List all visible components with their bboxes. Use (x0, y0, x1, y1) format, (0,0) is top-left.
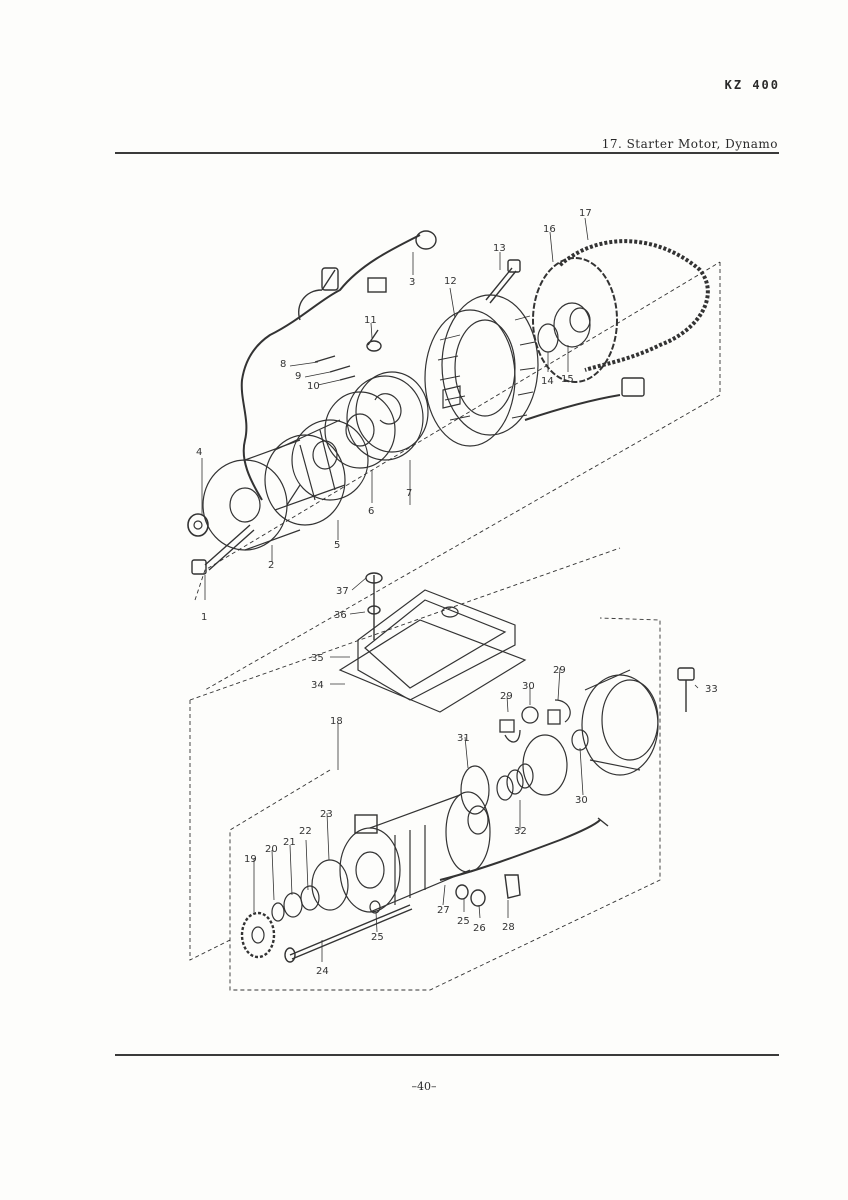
section-title: 17. Starter Motor, Dynamo (601, 137, 778, 151)
part-label: 19 (244, 854, 257, 865)
part-label: 31 (457, 733, 470, 744)
part-label: 35 (311, 653, 324, 664)
part-number-labels: 1 2 3 4 5 6 7 8 9 10 11 12 13 14 15 16 1… (196, 208, 718, 977)
part-label: 26 (473, 923, 486, 934)
part-label: 8 (280, 359, 286, 370)
pickup-plate (346, 371, 429, 461)
rotor (264, 419, 369, 526)
part-label: 25 (371, 932, 384, 943)
part-label: 17 (579, 208, 592, 219)
part-label: 10 (307, 381, 320, 392)
part-label: 25 (457, 916, 470, 927)
part-label: 28 (502, 922, 515, 933)
motor-cover (357, 589, 516, 701)
part-label: 30 (575, 795, 588, 806)
dynamo-wire-harness (240, 234, 421, 501)
part-label: 2 (268, 560, 274, 571)
stator-plate (324, 391, 396, 469)
starter-chain (558, 239, 710, 372)
part-label: 13 (493, 243, 506, 254)
part-label: 24 (316, 966, 329, 977)
part-label: 4 (196, 447, 202, 458)
part-label: 7 (406, 488, 412, 499)
part-label: 37 (336, 586, 349, 597)
part-label: 20 (265, 844, 278, 855)
part-label: 11 (364, 315, 377, 326)
end-cover (571, 669, 659, 776)
part-label: 16 (543, 224, 556, 235)
part-label: 32 (514, 826, 527, 837)
part-label: 21 (283, 837, 296, 848)
model-code: KZ 400 (724, 78, 780, 92)
part-label: 23 (320, 809, 333, 820)
part-label: 27 (437, 905, 450, 916)
part-label: 3 (409, 277, 415, 288)
part-label: 15 (561, 374, 574, 385)
header-rule (115, 152, 779, 154)
cover-gasket (338, 619, 527, 713)
part-label: 29 (500, 691, 513, 702)
part-label: 29 (553, 665, 566, 676)
starter-sprocket (532, 257, 618, 383)
starter-gear (240, 911, 276, 959)
part-label: 1 (201, 612, 207, 623)
part-label: 9 (295, 371, 301, 382)
lower-assembly-outline (189, 547, 661, 991)
part-label: 30 (522, 681, 535, 692)
part-label: 36 (334, 610, 347, 621)
part-label: 6 (368, 506, 374, 517)
part-label: 34 (311, 680, 324, 691)
part-label: 5 (334, 540, 340, 551)
part-label: 14 (541, 376, 554, 387)
part-label: 33 (705, 684, 718, 695)
part-label: 12 (444, 276, 457, 287)
stator (424, 294, 539, 447)
part-label: 22 (299, 826, 312, 837)
footer-rule (115, 1054, 779, 1056)
upper-assembly-outline (194, 261, 721, 691)
rotor-housing (202, 439, 301, 551)
motor-body (339, 791, 491, 913)
page-number: –40– (411, 1080, 437, 1093)
part-label: 18 (330, 716, 343, 727)
